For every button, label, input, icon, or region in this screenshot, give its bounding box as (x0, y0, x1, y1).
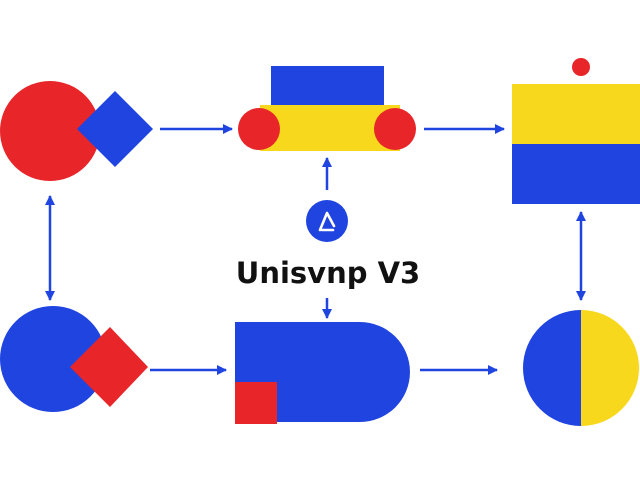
node-top-right (512, 58, 640, 204)
red-dot-shape (572, 58, 590, 76)
blue-block-shape (512, 144, 640, 204)
node-bottom-middle (235, 322, 410, 424)
blue-diamond-shape (77, 91, 153, 167)
blue-half-circle (523, 310, 581, 426)
blue-circle-shape (0, 306, 106, 412)
blue-rect-shape (271, 66, 384, 105)
red-end-circle-right (374, 108, 416, 150)
diagram-title: Unisvnp V3 (236, 256, 420, 290)
yellow-block-shape (512, 84, 640, 144)
yellow-half-circle (581, 310, 639, 426)
connector-arrows (45, 124, 586, 375)
red-square-shape (235, 382, 277, 424)
red-circle-shape (0, 81, 100, 181)
node-top-middle (238, 66, 416, 151)
blue-pill-shape (235, 322, 410, 422)
red-end-circle-left (238, 108, 280, 150)
node-bottom-right (523, 310, 639, 426)
node-top-left (0, 81, 153, 181)
logo-badge-icon (306, 200, 348, 242)
red-diamond-shape (70, 327, 148, 407)
node-bottom-left (0, 306, 148, 412)
